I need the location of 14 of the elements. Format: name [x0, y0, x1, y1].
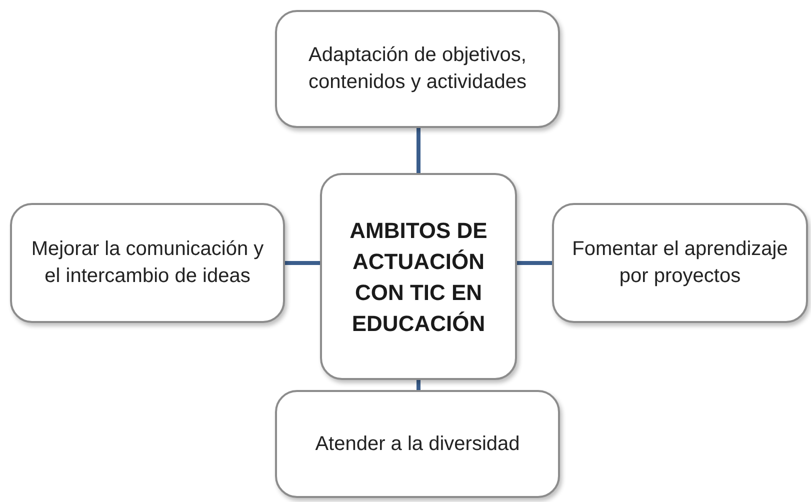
topic-box [275, 390, 560, 498]
connector-line [416, 380, 420, 390]
connector-line [285, 261, 320, 265]
central-topic-box [320, 173, 517, 380]
topic-text: Fomentar el aprendizaje por proyectos [571, 237, 789, 289]
topic-text: Mejorar la comunicación y el intercambio de ideas [30, 237, 265, 289]
central-topic-text: AMBITOS DE ACTUACIÓN CON TIC EN EDUCACIÓN [348, 216, 488, 338]
topic-box [10, 203, 285, 323]
connector-line [416, 128, 420, 173]
connector-line [517, 261, 552, 265]
topic-text: Adaptación de objetivos, contenidos y actividades [308, 43, 528, 95]
topic-box [552, 203, 808, 323]
topic-box [275, 10, 560, 128]
topic-text: Atender a la diversidad [315, 432, 520, 456]
